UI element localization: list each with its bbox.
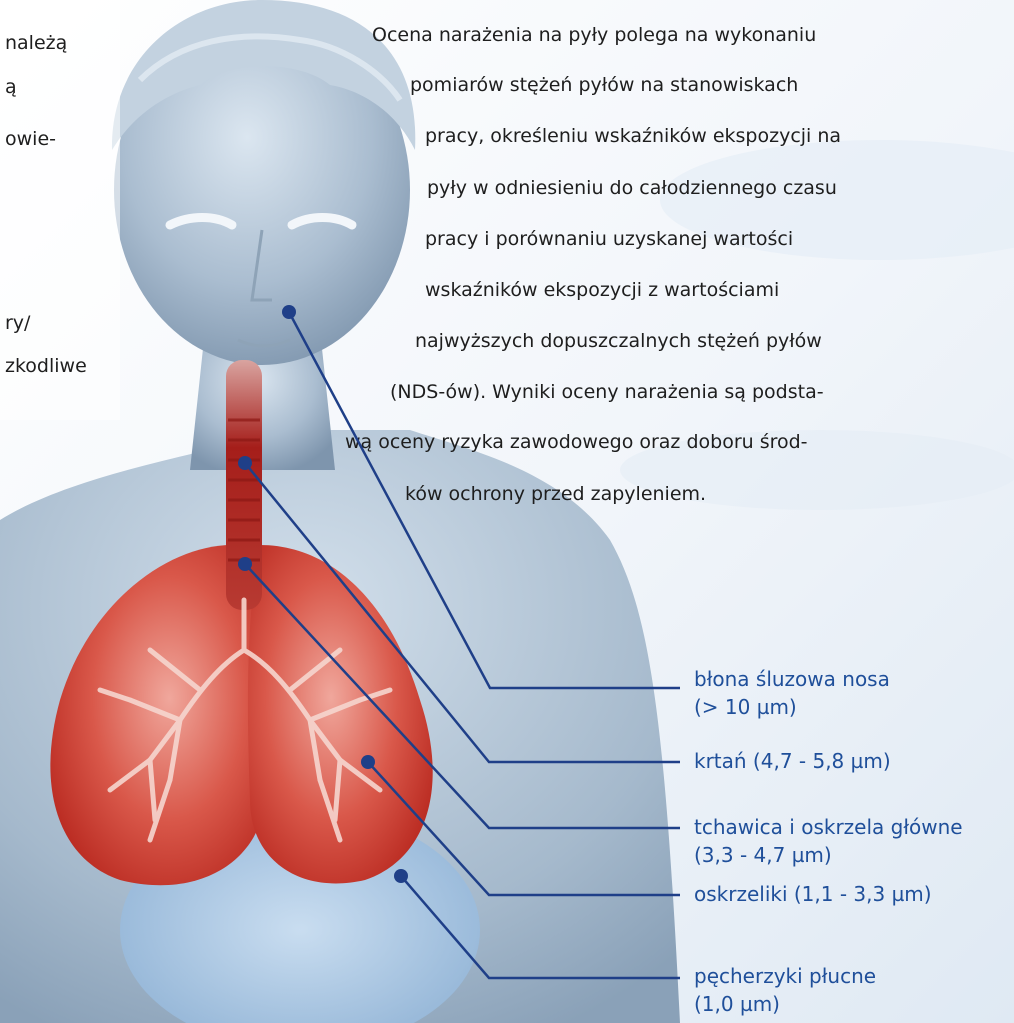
label-trachea-size: (3,3 - 4,7 µm)	[694, 841, 963, 869]
marker-dot-trachea	[238, 557, 252, 571]
marker-dot-larynx	[238, 456, 252, 470]
label-nasal-mucosa-name: błona śluzowa nosa	[694, 665, 890, 693]
label-nasal-mucosa: błona śluzowa nosa (> 10 µm)	[694, 665, 890, 721]
label-alveoli-name: pęcherzyki płucne	[694, 962, 876, 990]
label-trachea-name: tchawica i oskrzela główne	[694, 813, 963, 841]
label-nasal-mucosa-size: (> 10 µm)	[694, 693, 890, 721]
label-larynx: krtań (4,7 - 5,8 µm)	[694, 747, 891, 775]
label-alveoli-size: (1,0 µm)	[694, 990, 876, 1018]
label-alveoli: pęcherzyki płucne (1,0 µm)	[694, 962, 876, 1018]
label-larynx-name: krtań (4,7 - 5,8 µm)	[694, 747, 891, 775]
marker-dot-bronchioles	[361, 755, 375, 769]
label-trachea: tchawica i oskrzela główne (3,3 - 4,7 µm…	[694, 813, 963, 869]
leader-line-nose	[289, 312, 680, 688]
marker-dot-nose	[282, 305, 296, 319]
label-bronchioles: oskrzeliki (1,1 - 3,3 µm)	[694, 880, 932, 908]
leader-line-larynx	[245, 463, 680, 762]
leader-line-alveoli	[401, 876, 680, 978]
label-bronchioles-name: oskrzeliki (1,1 - 3,3 µm)	[694, 880, 932, 908]
marker-dot-alveoli	[394, 869, 408, 883]
leader-line-trachea	[245, 564, 680, 828]
